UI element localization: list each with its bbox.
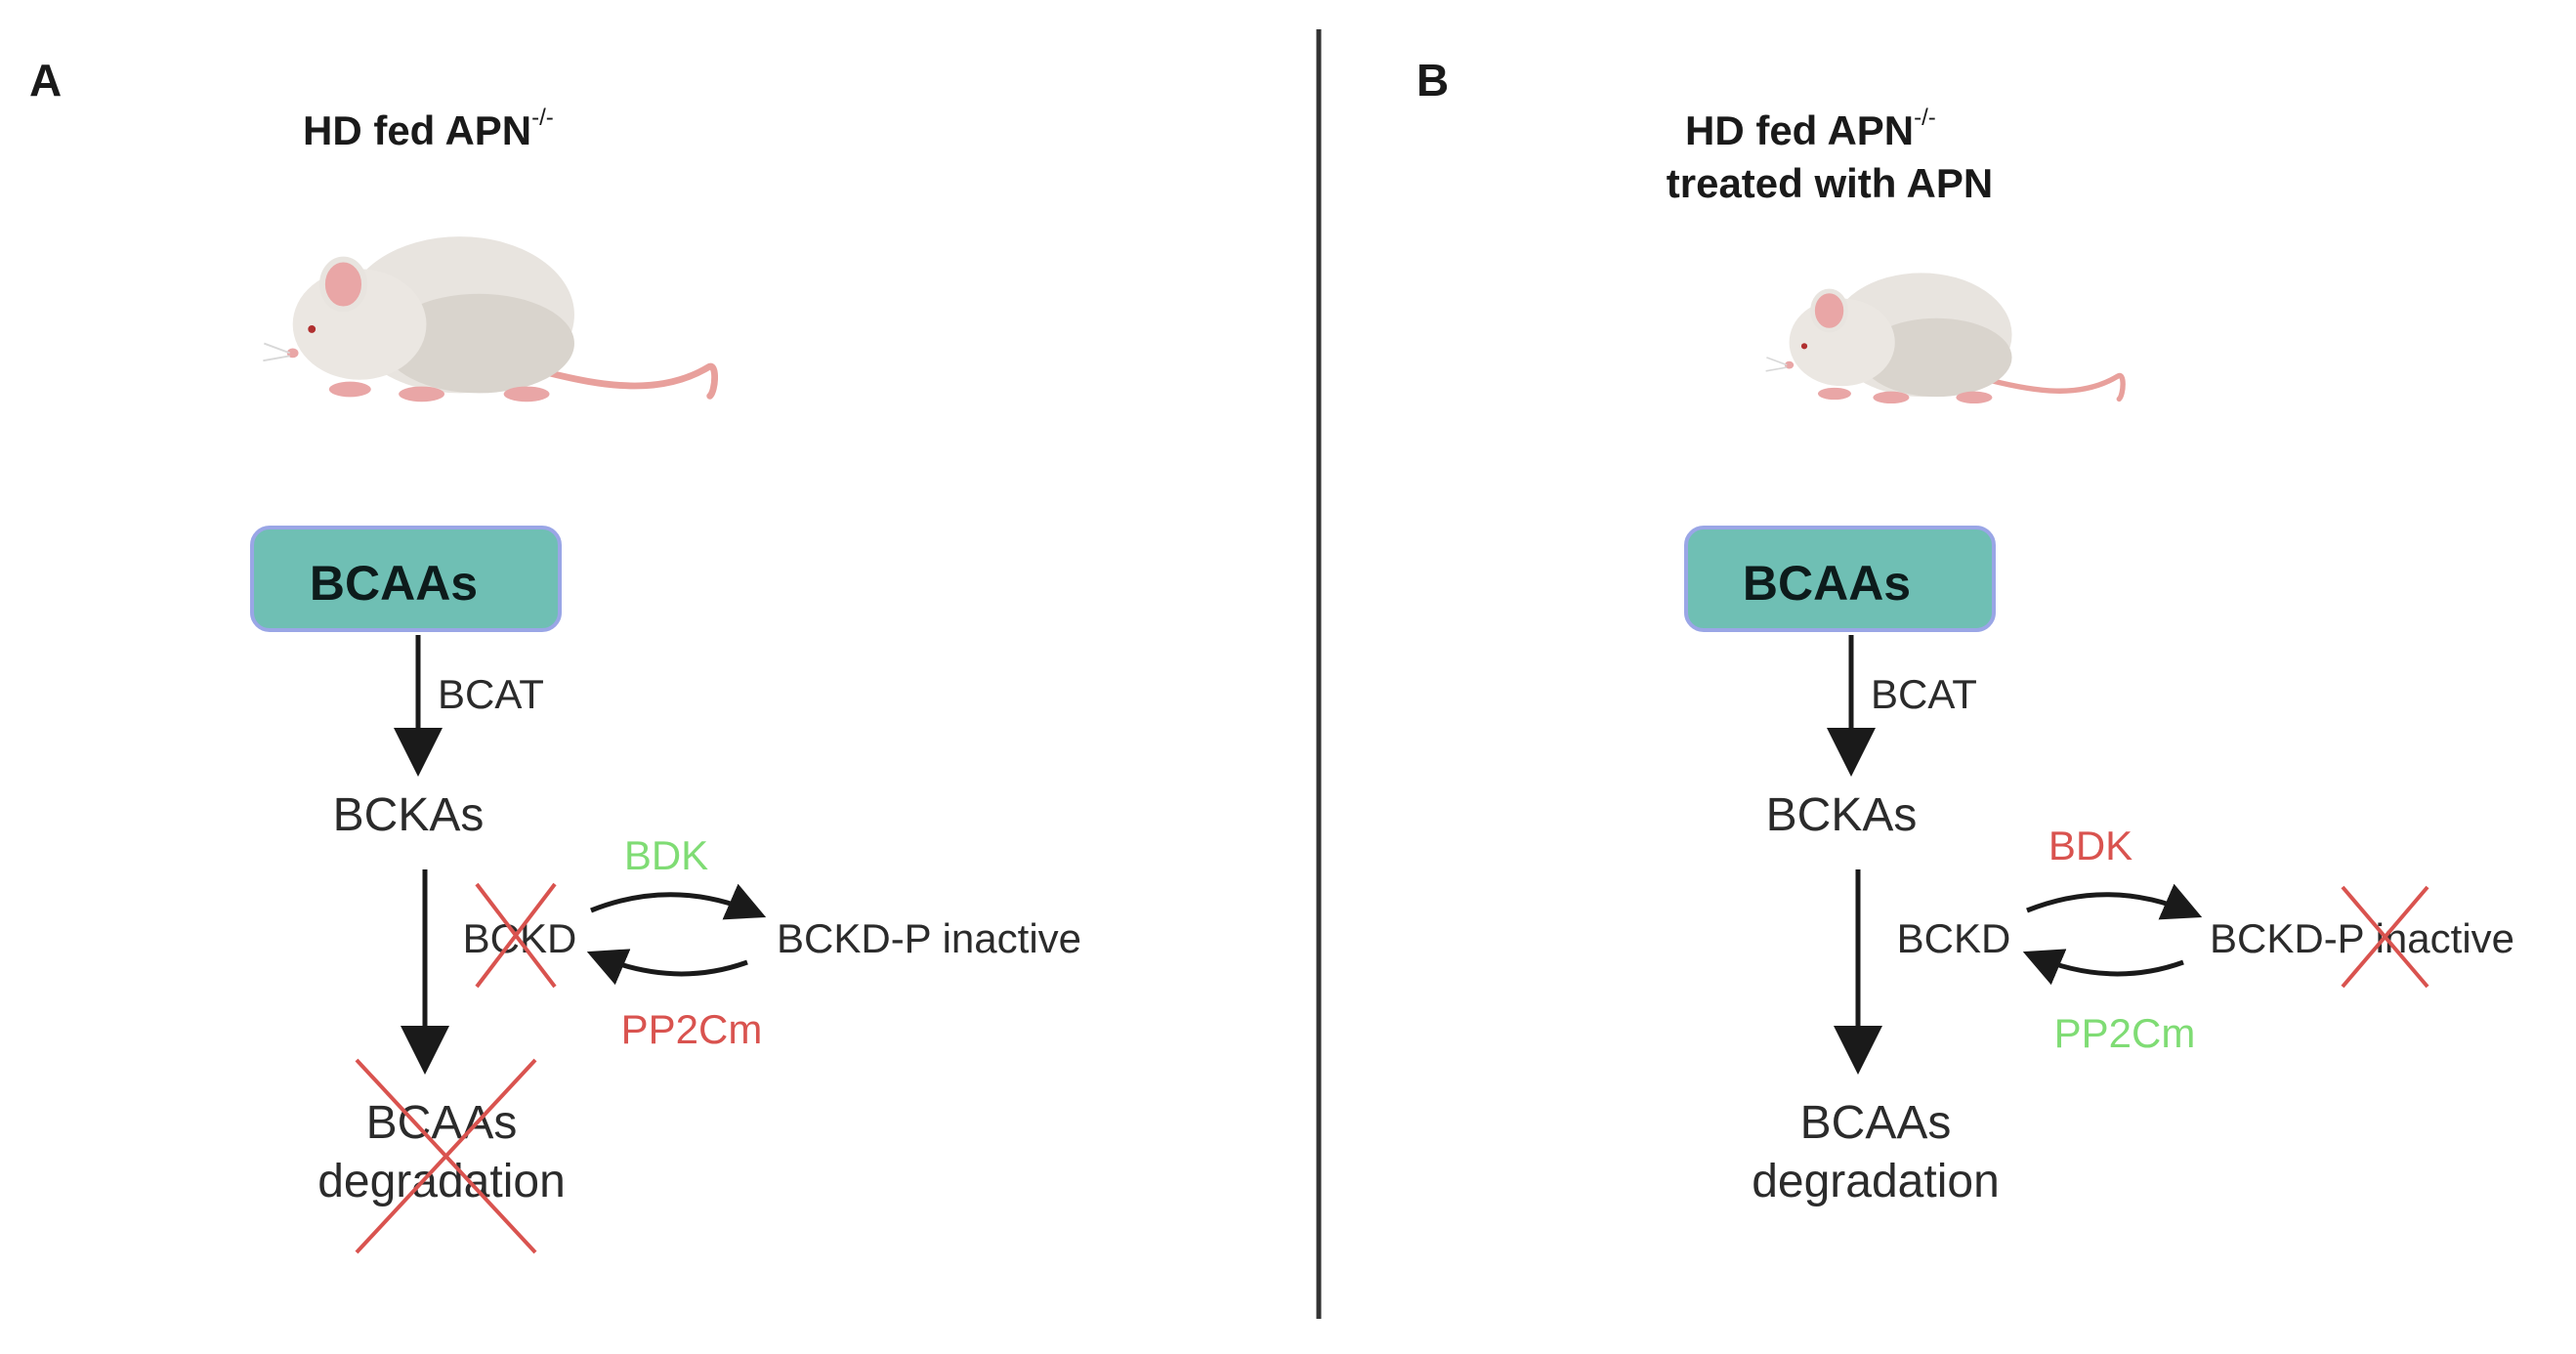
pp2cm-label: PP2Cm [621,1006,763,1052]
panel-letter-a: A [29,55,62,106]
panel-letter-b: B [1416,55,1449,106]
pp2cm-label: PP2Cm [2054,1010,2196,1056]
bckas-label: BCKAs [333,789,485,841]
bdk-label: BDK [624,832,708,878]
degradation-line2: degradation [1752,1156,2000,1207]
bckas-label: BCKAs [1766,789,1918,841]
panel-b-title-line2: treated with APN [1667,160,1993,206]
bcat-label: BCAT [438,671,544,717]
bcaas-box-label: BCAAs [1743,556,1911,611]
degradation-line2: degradation [317,1156,566,1207]
mouse-icon [1766,273,2123,403]
reverse-arrow [2022,949,2184,986]
bdk-label: BDK [2048,823,2133,868]
bckd-p-label: BCKD-P inactive [2210,915,2514,961]
panel-b: B HD fed APN-/- treated with APN BCAAs B… [1416,55,2514,1207]
panel-b-title-line1: HD fed APN-/- [1685,105,1936,153]
panel-a-title-main: HD fed APN [303,107,531,153]
bcaas-box [1684,526,1996,632]
forward-arrow [590,883,767,920]
reverse-arrow [586,949,748,986]
panel-a-title-sup: -/- [531,105,554,131]
degradation-cross [355,1058,537,1254]
panel-b-title-sup: -/- [1914,105,1936,131]
bckd-label: BCKD [1897,915,2011,961]
bckd-p-cross [2341,885,2429,989]
panel-a: A HD fed APN-/- BCAAs BCAT BCKAs BCKD BD… [29,55,1081,1254]
panel-b-title-main: HD fed APN [1685,107,1914,153]
mouse-icon [263,236,714,402]
bckd-cross [475,882,557,989]
bcat-label: BCAT [1871,671,1977,717]
bckd-p-label: BCKD-P inactive [777,915,1081,961]
degradation-line1: BCAAs [1800,1097,1952,1149]
bcaas-box-label: BCAAs [310,556,478,611]
panel-a-title: HD fed APN-/- [303,105,554,153]
forward-arrow [2026,883,2203,920]
bcaas-box [250,526,562,632]
